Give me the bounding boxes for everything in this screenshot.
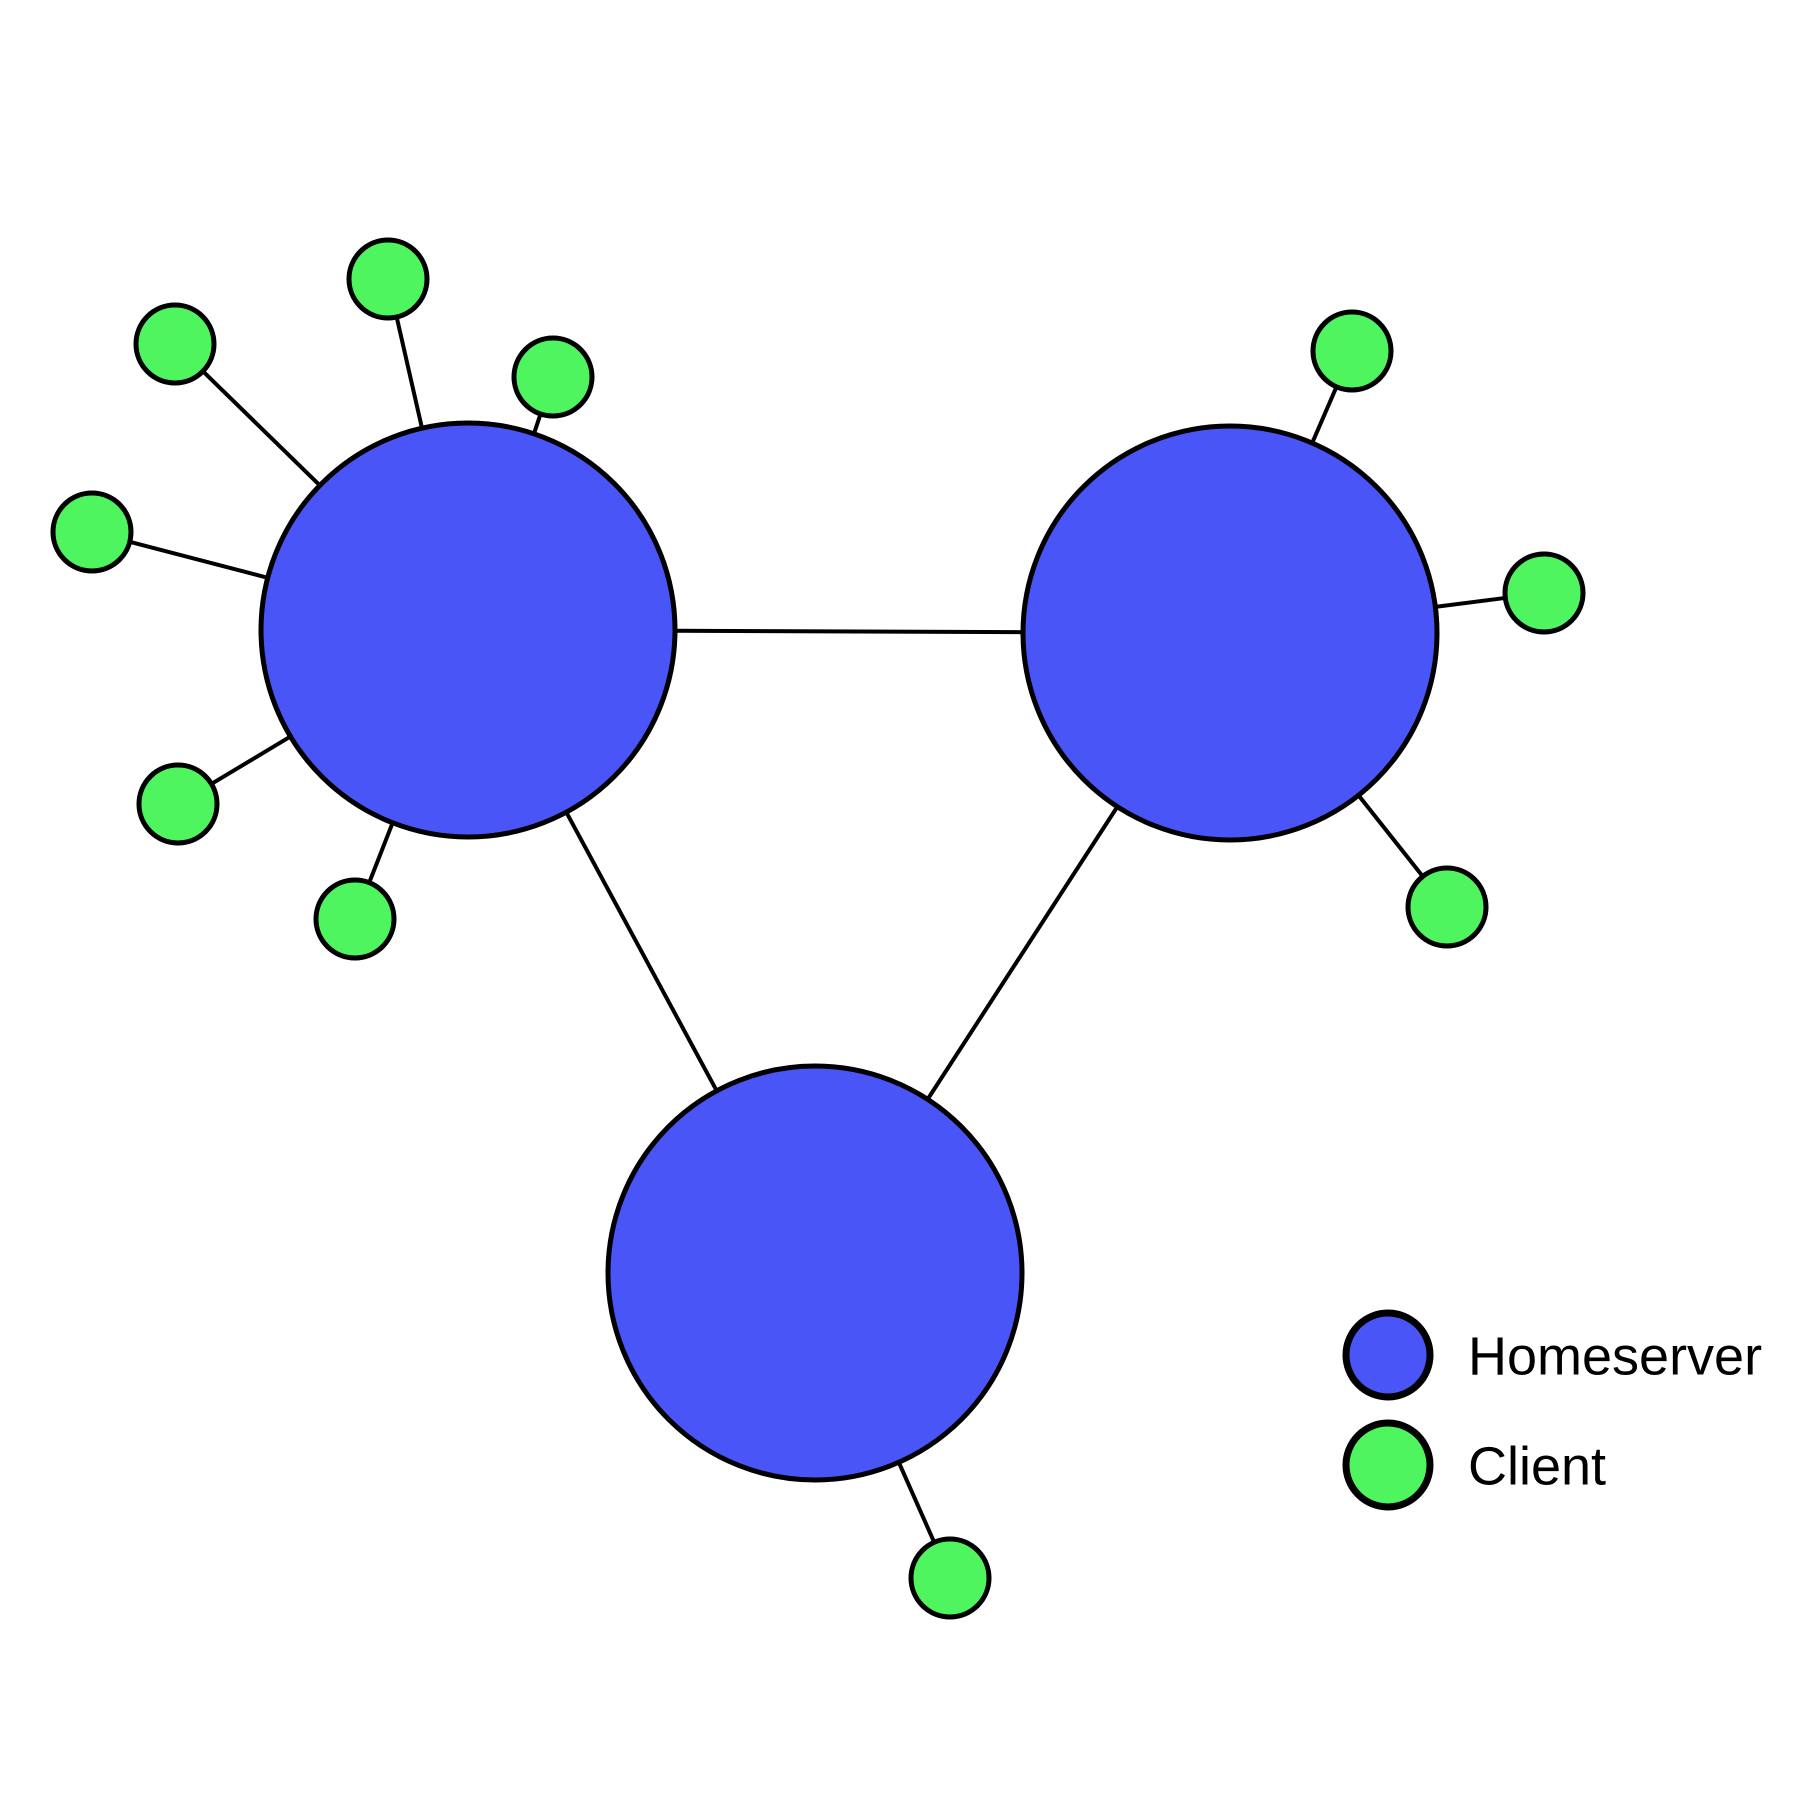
edge-hs1-hs2: [672, 628, 1026, 635]
edge-hs2-c9: [1355, 792, 1426, 880]
edge-hs1-c2: [200, 368, 323, 489]
node-client-c7[interactable]: [1310, 309, 1394, 393]
node-client-c5[interactable]: [136, 762, 220, 846]
legend-label-client: Client: [1468, 1436, 1606, 1496]
edge-hs1-c5: [208, 733, 294, 787]
edges-layer: [127, 314, 1508, 1545]
legend-marker-homeserver-icon: [1342, 1309, 1434, 1401]
node-client-c8[interactable]: [1502, 551, 1586, 635]
node-homeserver-hs3[interactable]: [605, 1063, 1025, 1483]
edge-hs2-c7: [1309, 384, 1340, 446]
legend-marker-client-icon: [1342, 1419, 1434, 1511]
edge-hs1-c1: [394, 314, 425, 431]
legend-item-client: Client: [1342, 1419, 1606, 1511]
node-homeserver-hs2[interactable]: [1020, 423, 1440, 843]
node-client-c4[interactable]: [511, 335, 595, 419]
legend-label-homeserver: Homeserver: [1468, 1326, 1762, 1386]
edge-hs3-c10: [896, 1459, 937, 1545]
node-client-c6[interactable]: [313, 877, 397, 961]
node-client-c3[interactable]: [50, 490, 134, 574]
node-client-c2[interactable]: [133, 302, 217, 386]
node-client-c9[interactable]: [1405, 865, 1489, 949]
node-client-c10[interactable]: [908, 1536, 992, 1620]
edge-hs1-c6: [366, 820, 396, 886]
node-client-c1[interactable]: [346, 237, 430, 321]
edge-hs2-c8: [1433, 595, 1508, 610]
node-homeserver-hs1[interactable]: [258, 420, 678, 840]
nodes-layer: [50, 237, 1586, 1620]
edge-hs1-hs3: [563, 809, 720, 1094]
legend-item-homeserver: Homeserver: [1342, 1309, 1762, 1401]
edge-hs1-c3: [127, 539, 271, 581]
edge-hs2-hs3: [924, 803, 1121, 1103]
